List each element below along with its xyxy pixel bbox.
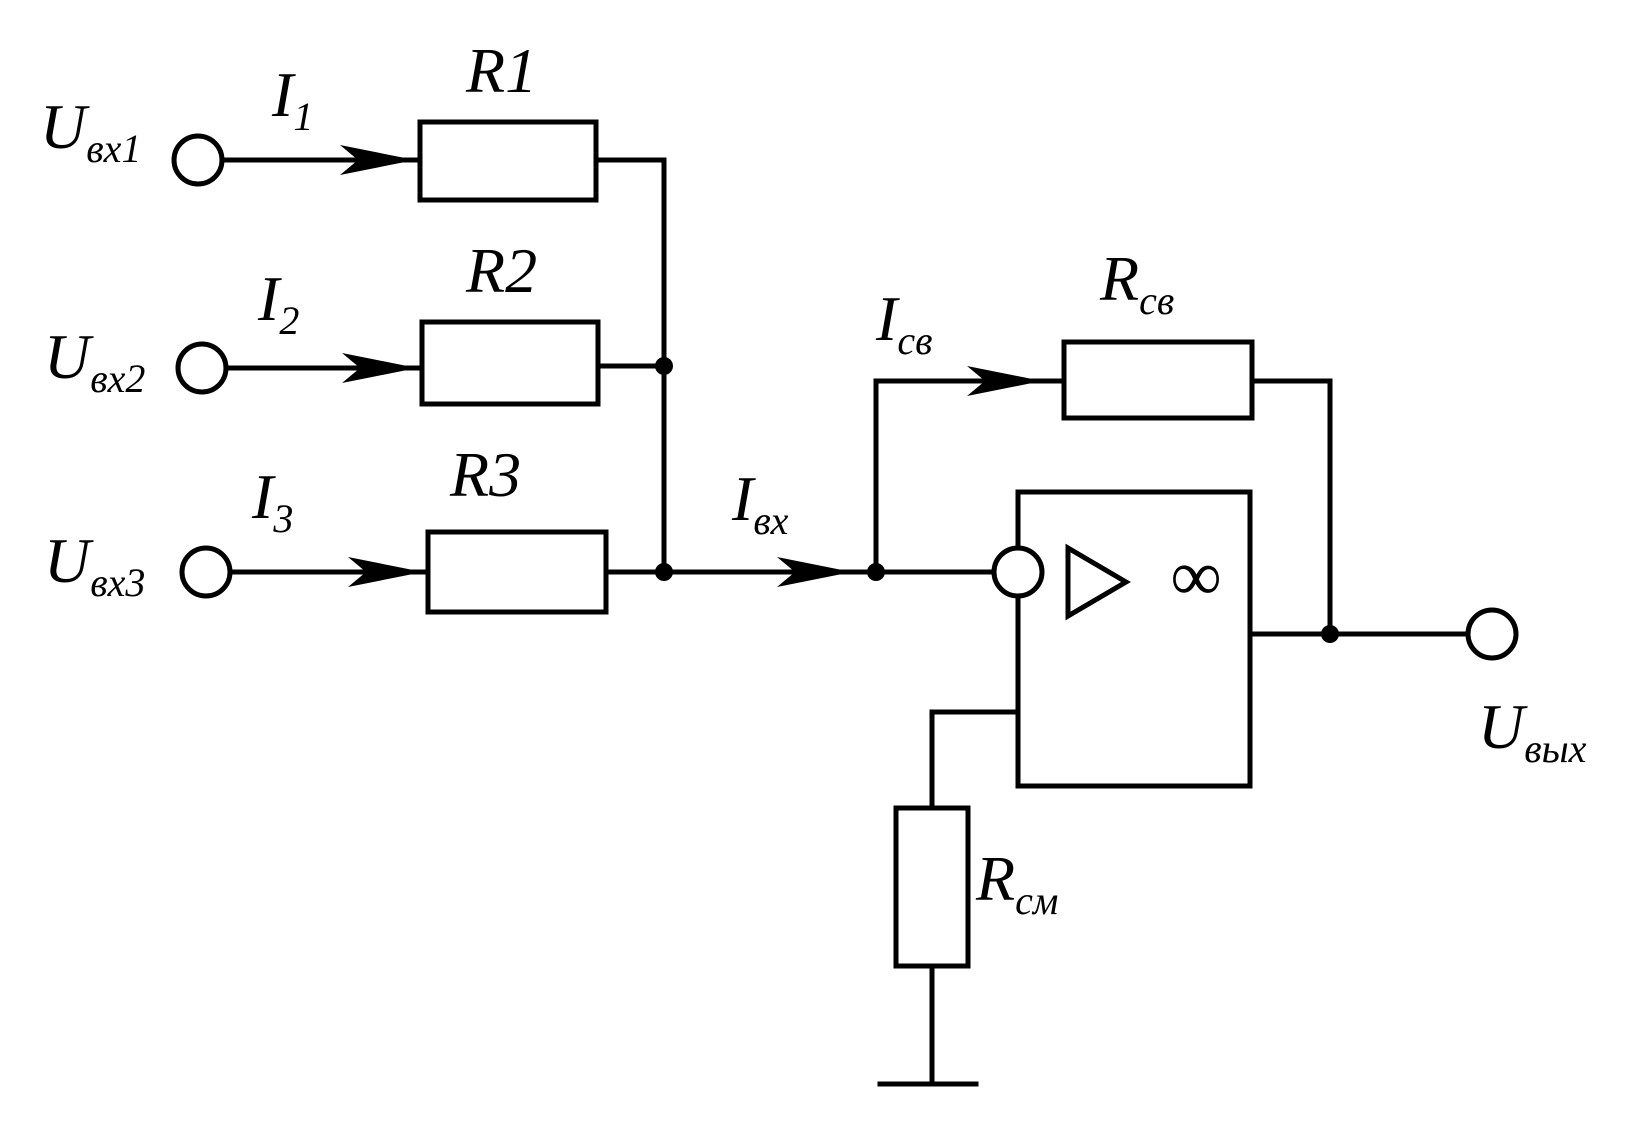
label-r2: R2 xyxy=(465,235,537,306)
label-current-1: I1 xyxy=(271,59,313,139)
label-current-3: I3 xyxy=(251,461,293,541)
label-input-voltage-2: Uвх2 xyxy=(44,321,145,401)
label-feedback-current: Iсв xyxy=(875,283,932,363)
current-arrow-3 xyxy=(348,557,423,587)
resistor-feedback xyxy=(1061,339,1255,421)
current-arrow-1 xyxy=(340,145,415,175)
label-feedback-resistor: Rсв xyxy=(1099,243,1174,323)
wire-r1-to-bus xyxy=(593,157,667,575)
input-terminal-1 xyxy=(171,133,225,187)
label-output-voltage: Uвых xyxy=(1478,691,1587,771)
current-arrow-2 xyxy=(342,353,417,383)
amplifier-triangle-icon xyxy=(1065,543,1131,621)
junction-output xyxy=(1321,625,1339,643)
label-r1: R1 xyxy=(465,35,537,106)
resistor-bias xyxy=(893,805,971,969)
input-current-arrow xyxy=(777,557,852,587)
label-r3: R3 xyxy=(449,439,521,510)
label-input-voltage-1: Uвх1 xyxy=(40,91,141,171)
output-terminal xyxy=(1465,607,1519,661)
feedback-current-arrow xyxy=(967,366,1042,396)
opamp-body xyxy=(1015,489,1253,789)
wire-noninverting-input xyxy=(929,709,1021,811)
junction-r2 xyxy=(655,357,673,375)
opamp-gain-symbol: ∞ xyxy=(1170,536,1221,616)
label-bias-resistor: Rсм xyxy=(975,843,1058,923)
input-terminal-3 xyxy=(179,545,233,599)
resistor-r1 xyxy=(417,119,599,203)
label-input-current: Iвх xyxy=(731,463,789,543)
label-current-2: I2 xyxy=(257,263,299,343)
resistor-r3 xyxy=(425,529,609,615)
inverting-input-indicator xyxy=(991,545,1045,599)
input-terminal-2 xyxy=(175,341,229,395)
wire-feedback-out xyxy=(1249,378,1333,637)
resistor-r2 xyxy=(419,319,601,407)
label-input-voltage-3: Uвх3 xyxy=(44,525,145,605)
